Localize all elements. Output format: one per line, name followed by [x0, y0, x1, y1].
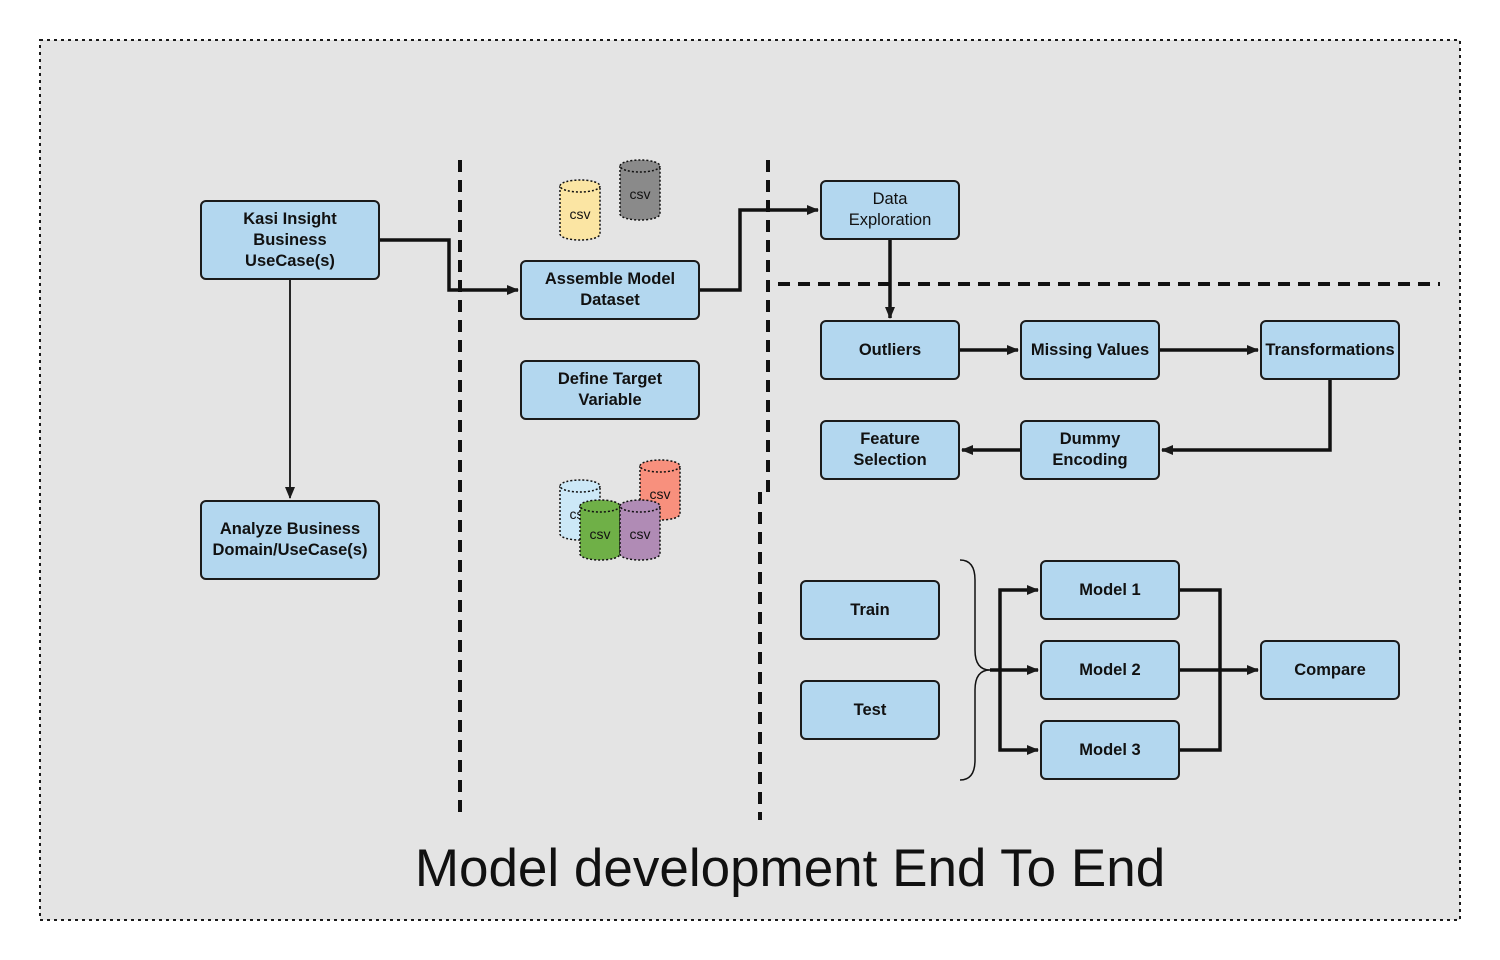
business-usecase-node: Kasi Insight Business UseCase(s): [200, 200, 380, 280]
data-exploration-node: Data Exploration: [820, 180, 960, 240]
assemble-dataset-node: Assemble Model Dataset: [520, 260, 700, 320]
csv-green-icon: csv: [579, 499, 621, 561]
outliers-node: Outliers: [820, 320, 960, 380]
define-target-node: Define Target Variable: [520, 360, 700, 420]
arrow-to-model-1: [998, 585, 1039, 670]
csv-label: csv: [630, 526, 651, 542]
model-3-node: Model 3: [1040, 720, 1180, 780]
diagram-title: Model development End To End: [414, 839, 1166, 898]
csv-label: csv: [570, 206, 591, 222]
model-1-node: Model 1: [1040, 560, 1180, 620]
transformations-node: Transformations: [1260, 320, 1400, 380]
train-node: Train: [800, 580, 940, 640]
feature-selection-node: Feature Selection: [820, 420, 960, 480]
dummy-encoding-node: Dummy Encoding: [1020, 420, 1160, 480]
diagram-panel: [39, 39, 1461, 921]
compare-node: Compare: [1260, 640, 1400, 700]
csv-purple-icon: csv: [619, 499, 661, 561]
connectors: [285, 205, 1332, 781]
csv-label: csv: [650, 486, 671, 502]
arrow-assemble-to-exploration: [700, 205, 819, 292]
arrow-usecase-to-assemble: [380, 238, 519, 295]
csv-yellow-icon: csv: [559, 179, 601, 241]
divider-middle: [758, 160, 770, 820]
csv-label: csv: [630, 186, 651, 202]
test-node: Test: [800, 680, 940, 740]
analyze-business-node: Analyze Business Domain/UseCase(s): [200, 500, 380, 580]
csv-label: csv: [590, 526, 611, 542]
csv-gray-icon: csv: [619, 159, 661, 221]
arrow-transformations-to-dummy: [1161, 380, 1332, 455]
model-2-node: Model 2: [1040, 640, 1180, 700]
missing-values-node: Missing Values: [1020, 320, 1160, 380]
arrow-to-model-3: [998, 670, 1039, 755]
